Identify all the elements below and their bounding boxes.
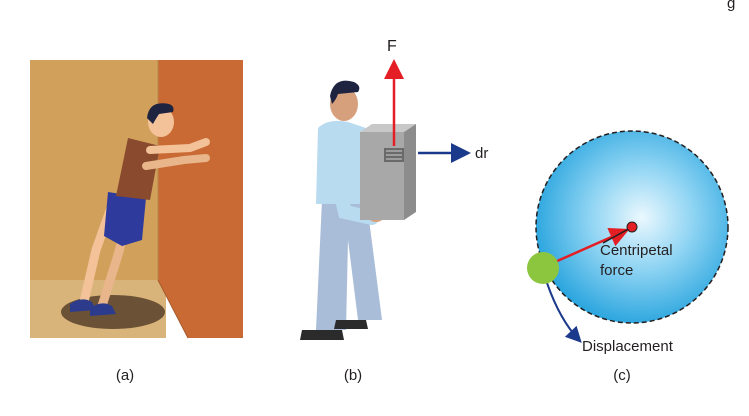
wall-right bbox=[158, 60, 243, 338]
centripetal-label-line1: Centripetal bbox=[600, 242, 673, 259]
top-caption-fragment: g bbox=[727, 0, 735, 12]
person-pushing-wall bbox=[70, 103, 210, 316]
displacement-label: dr bbox=[475, 145, 488, 162]
panel-a-illustration bbox=[30, 60, 243, 339]
displacement-label-c: Displacement bbox=[582, 338, 674, 355]
centripetal-force-arrow bbox=[554, 227, 630, 264]
panel-c-illustration bbox=[527, 130, 729, 343]
panel-a-caption: (a) bbox=[116, 367, 134, 384]
box bbox=[360, 124, 416, 220]
force-label: F bbox=[387, 38, 397, 55]
displacement-arrow-c bbox=[546, 282, 582, 343]
ball bbox=[527, 252, 559, 284]
panel-b-caption: (b) bbox=[344, 367, 362, 384]
panel-b-illustration bbox=[300, 59, 471, 340]
center-point bbox=[626, 221, 638, 233]
centripetal-label-line2: force bbox=[600, 262, 633, 279]
panel-c-caption: (c) bbox=[613, 367, 631, 384]
radius-line bbox=[602, 226, 633, 244]
